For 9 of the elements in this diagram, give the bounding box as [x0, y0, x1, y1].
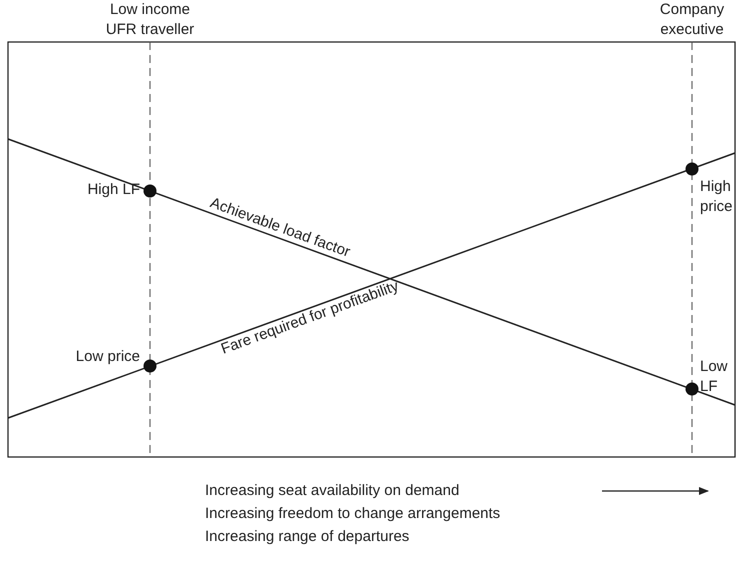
point-label: High LF	[86, 180, 140, 200]
point-label: High price	[700, 177, 734, 217]
point-label: Low price	[74, 347, 140, 367]
axis-heading: Company executive	[658, 0, 726, 40]
point-label: Low LF	[700, 357, 729, 397]
axis-note: Increasing range of departures	[205, 527, 410, 547]
axis-note: Increasing seat availability on demand	[205, 481, 460, 501]
axis-note: Increasing freedom to change arrangements	[205, 504, 502, 524]
axis-heading: Low income UFR traveller	[104, 0, 196, 40]
